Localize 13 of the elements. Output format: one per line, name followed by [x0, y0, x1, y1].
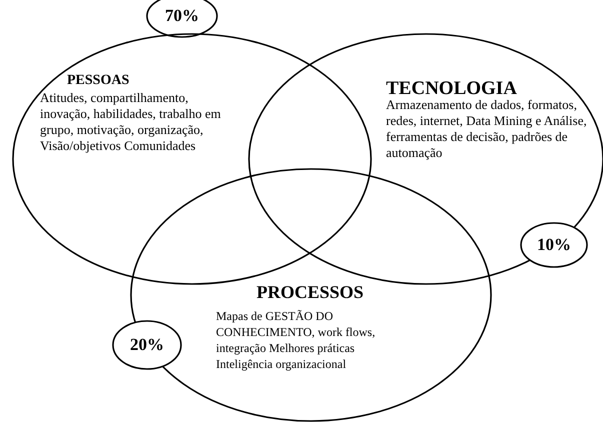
- venn-ellipse: [130, 168, 492, 422]
- set-description: Mapas de GESTÃO DO CONHECIMENTO, work flows, integração Melhores práticas Inteligência organizacional: [216, 308, 376, 372]
- set-description: Atitudes, compartilhamento, inovação, habilidades, trabalho em grupo, motivação, organização, Visão/objetivos Comunidades: [40, 90, 222, 154]
- venn-ellipse: [12, 33, 372, 285]
- percentage-oval: [112, 320, 182, 370]
- percentage-oval: [520, 222, 588, 268]
- set-heading: TECNOLOGIA: [386, 78, 518, 99]
- percentage-label: 10%: [536, 234, 572, 256]
- percentage-label: 20%: [129, 334, 165, 356]
- set-description: Armazenamento de dados, formatos, redes, internet, Data Mining e Análise, ferramentas de decisão, padrões de automação: [386, 97, 588, 161]
- percentage-label: 70%: [164, 5, 200, 27]
- set-heading: PROCESSOS: [255, 282, 365, 302]
- set-heading: PESSOAS: [67, 73, 130, 89]
